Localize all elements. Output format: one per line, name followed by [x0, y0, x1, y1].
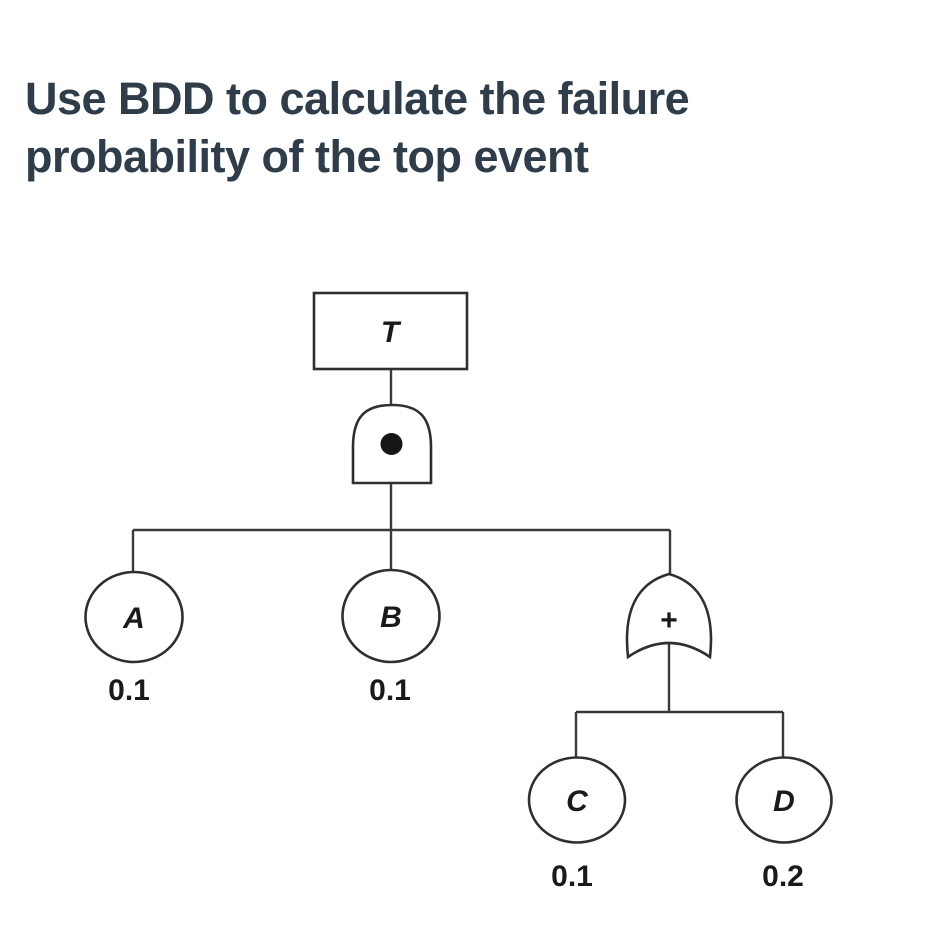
page-title-line-1: Use BDD to calculate the failure [25, 73, 690, 125]
probability-label-c: 0.1 [551, 860, 593, 893]
or-gate [625, 572, 713, 660]
probability-label-b: 0.1 [369, 674, 411, 707]
basic-event-label-c: C [566, 785, 589, 818]
top-event-box [312, 291, 469, 371]
and-gate-dot-icon [380, 433, 403, 455]
basic-event-label-a: A [122, 602, 145, 635]
probability-label-d: 0.2 [762, 860, 804, 893]
probability-label-a: 0.1 [108, 674, 150, 707]
basic-event-circle-d [735, 756, 833, 844]
basic-event-label-d: D [773, 785, 795, 818]
page-title-line-2: probability of the top event [25, 131, 589, 183]
or-gate-plus-symbol: + [660, 604, 678, 637]
basic-event-label-b: B [380, 601, 402, 634]
basic-event-circle-a [84, 570, 184, 664]
basic-event-circle-b [341, 568, 441, 664]
top-event-label: T [381, 316, 402, 349]
page-title: Use BDD to calculate the failure probabi… [25, 70, 885, 186]
basic-event-circle-c [527, 756, 627, 844]
